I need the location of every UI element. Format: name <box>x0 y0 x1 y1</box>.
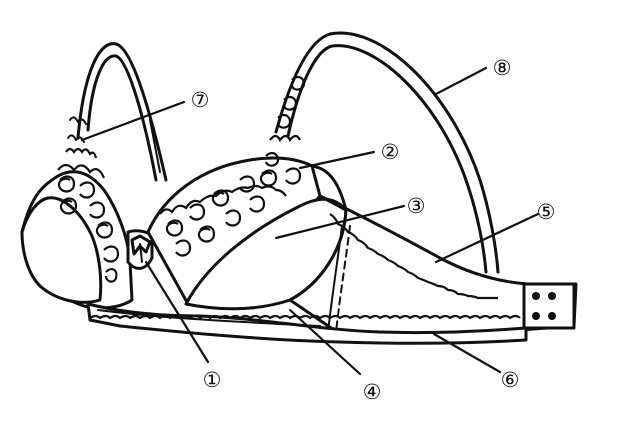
back-panel <box>310 164 348 212</box>
callout-line-6 <box>432 332 502 374</box>
label-3: ③ <box>407 194 426 218</box>
label-6: ⑥ <box>501 368 520 392</box>
left-cup <box>20 116 134 310</box>
left-strap <box>76 42 168 182</box>
callout-line-5 <box>434 212 540 264</box>
hook-and-eye <box>522 282 576 330</box>
under-band <box>86 302 528 345</box>
callout-line-4 <box>288 308 362 376</box>
hook-eye-1 <box>532 292 540 300</box>
callout-line-2 <box>298 150 376 170</box>
label-7: ⑦ <box>191 88 210 112</box>
right-strap <box>264 31 500 274</box>
hook-eye-4 <box>548 312 556 320</box>
callout-line-8 <box>434 66 488 96</box>
callout-lines <box>80 66 540 376</box>
number-labels: ① ② ③ ④ ⑤ ⑥ ⑦ ⑧ <box>191 56 556 404</box>
label-1: ① <box>203 368 222 392</box>
label-8: ⑧ <box>493 56 512 80</box>
side-wing <box>288 194 578 336</box>
hook-eye-3 <box>532 312 540 320</box>
center-gore <box>126 229 154 270</box>
callout-line-7 <box>80 100 186 142</box>
hook-eye-2 <box>548 292 556 300</box>
label-4: ④ <box>363 380 382 404</box>
label-2: ② <box>381 140 400 164</box>
right-cup <box>146 156 348 311</box>
callout-line-1 <box>144 260 210 364</box>
callout-line-3 <box>274 204 406 240</box>
label-5: ⑤ <box>537 200 556 224</box>
